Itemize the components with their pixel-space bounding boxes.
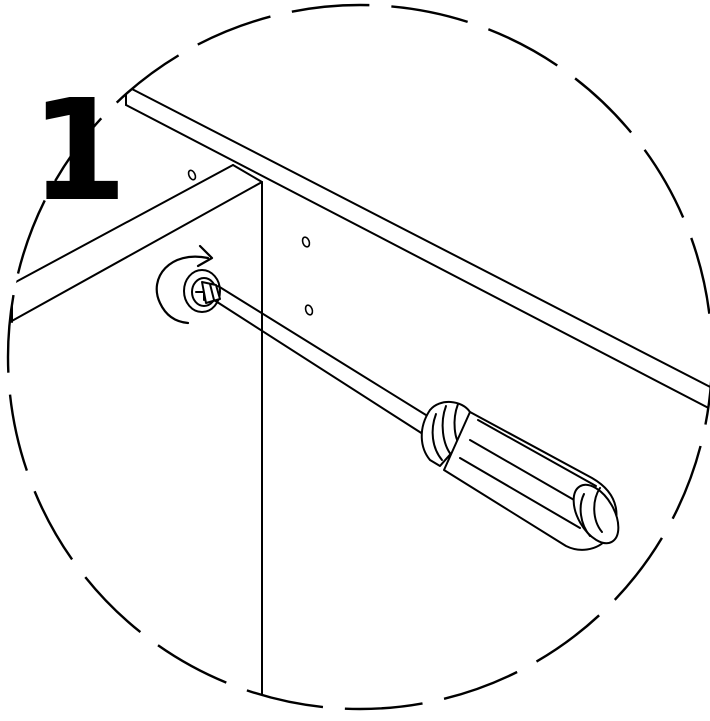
step-number: 1 (30, 70, 127, 233)
clockwise-rotation-arrow-icon (155, 244, 214, 325)
dowel-hole (304, 304, 314, 316)
detail-circle (6, 3, 710, 711)
dowel-holes (187, 169, 314, 316)
screwdriver-icon (201, 281, 620, 551)
side-panel (9, 164, 263, 709)
dowel-hole (187, 169, 197, 181)
dowel-hole (301, 236, 311, 248)
top-panel (125, 87, 710, 415)
